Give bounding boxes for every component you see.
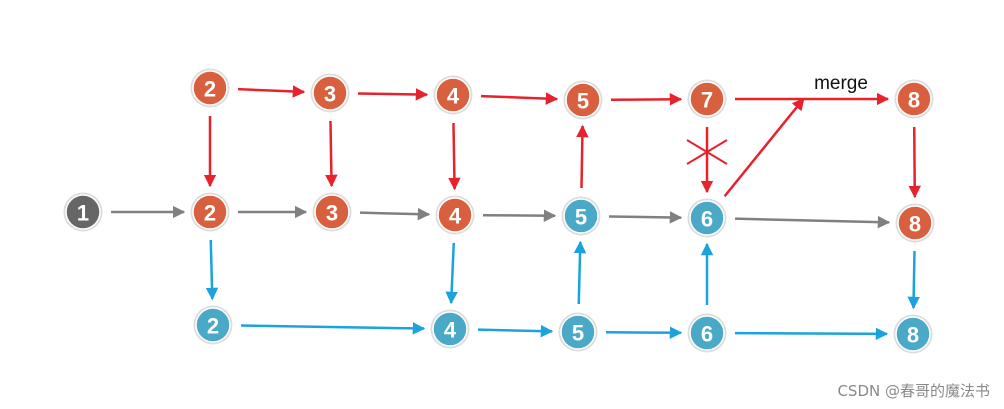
node-circle xyxy=(192,70,228,106)
node-b2: 2 xyxy=(193,305,233,345)
edge-r5-to-r7 xyxy=(610,93,683,106)
node-r3: 3 xyxy=(310,73,350,113)
edge-r4-to-r5 xyxy=(480,92,559,105)
node-circle xyxy=(65,194,101,230)
node-b6: 6 xyxy=(687,313,727,353)
node-label: 4 xyxy=(447,84,460,109)
nodes-layer: 2 3 4 5 7 8 1 2 3 4 5 6 8 2 4 5 6 8 xyxy=(63,68,935,354)
node-r7: 7 xyxy=(687,79,727,119)
node-label: 6 xyxy=(701,207,713,232)
node-m4: 4 xyxy=(435,195,475,235)
edge-r4-to-m4 xyxy=(448,122,461,191)
node-circle xyxy=(192,194,228,230)
edge-m4-to-b4 xyxy=(445,242,458,305)
node-label: 5 xyxy=(577,89,589,114)
node-m5: 5 xyxy=(561,196,601,236)
edge-m6-to-merge_point xyxy=(723,97,805,198)
edge-r3-to-r4 xyxy=(357,88,429,101)
edge-m8-to-b8 xyxy=(907,250,920,310)
edge-r2-to-r3 xyxy=(237,85,306,98)
edge-m2-to-b2 xyxy=(205,239,219,301)
node-label: 8 xyxy=(909,212,921,237)
node-circle xyxy=(195,307,231,343)
node-r4: 4 xyxy=(433,75,473,115)
node-m8: 8 xyxy=(895,203,935,243)
node-label: 4 xyxy=(449,204,462,229)
node-circle xyxy=(895,316,931,352)
node-circle xyxy=(560,314,596,350)
node-r2: 2 xyxy=(190,68,230,108)
node-circle xyxy=(897,205,933,241)
node-label: 5 xyxy=(572,321,584,346)
node-b8: 8 xyxy=(893,314,933,354)
edge-b5-to-m5 xyxy=(573,240,587,305)
node-m3: 3 xyxy=(312,192,352,232)
edge-m6-to-m8 xyxy=(734,215,891,229)
node-b4: 4 xyxy=(430,309,470,349)
node-label: 2 xyxy=(204,201,216,226)
node-label: 4 xyxy=(444,318,457,343)
node-circle xyxy=(312,75,348,111)
edge-m3-to-m4 xyxy=(359,207,431,221)
node-circle xyxy=(565,82,601,118)
edge-b6-to-b8 xyxy=(734,327,889,341)
node-label: 5 xyxy=(575,205,587,230)
node-circle xyxy=(689,200,725,236)
edge-b2-to-b4 xyxy=(240,322,426,335)
edge-r3-to-m3 xyxy=(325,120,338,188)
node-label: 1 xyxy=(77,201,89,226)
node-m1: 1 xyxy=(63,192,103,232)
node-label: 2 xyxy=(207,314,219,339)
edge-b4-to-b5 xyxy=(477,324,554,338)
node-m6: 6 xyxy=(687,198,727,238)
node-circle xyxy=(896,81,932,117)
node-label: 8 xyxy=(907,323,919,348)
edge-b5-to-b6 xyxy=(605,326,683,339)
node-circle xyxy=(689,81,725,117)
edge-m5-to-m6 xyxy=(608,211,683,224)
blocked-edge-cross-mark xyxy=(686,132,728,166)
node-b5: 5 xyxy=(558,312,598,352)
edge-r8-to-m8 xyxy=(908,126,921,199)
node-label: 3 xyxy=(326,201,338,226)
node-m2: 2 xyxy=(190,192,230,232)
edges-layer xyxy=(111,85,921,341)
node-label: 2 xyxy=(204,77,216,102)
node-label: 8 xyxy=(908,88,920,113)
node-circle xyxy=(437,197,473,233)
node-label: 3 xyxy=(324,82,336,107)
node-circle xyxy=(689,315,725,351)
node-circle xyxy=(563,198,599,234)
edge-m4-to-m5 xyxy=(482,209,557,222)
node-r5: 5 xyxy=(563,80,603,120)
edge-m5-to-r5 xyxy=(576,124,589,189)
node-circle xyxy=(435,77,471,113)
merge-annotation: merge xyxy=(814,73,868,94)
node-r8: 8 xyxy=(894,79,934,119)
node-circle xyxy=(432,311,468,347)
node-circle xyxy=(314,194,350,230)
node-label: 7 xyxy=(701,88,713,113)
node-label: 6 xyxy=(701,322,713,347)
watermark: CSDN @春哥的魔法书 xyxy=(837,382,990,400)
